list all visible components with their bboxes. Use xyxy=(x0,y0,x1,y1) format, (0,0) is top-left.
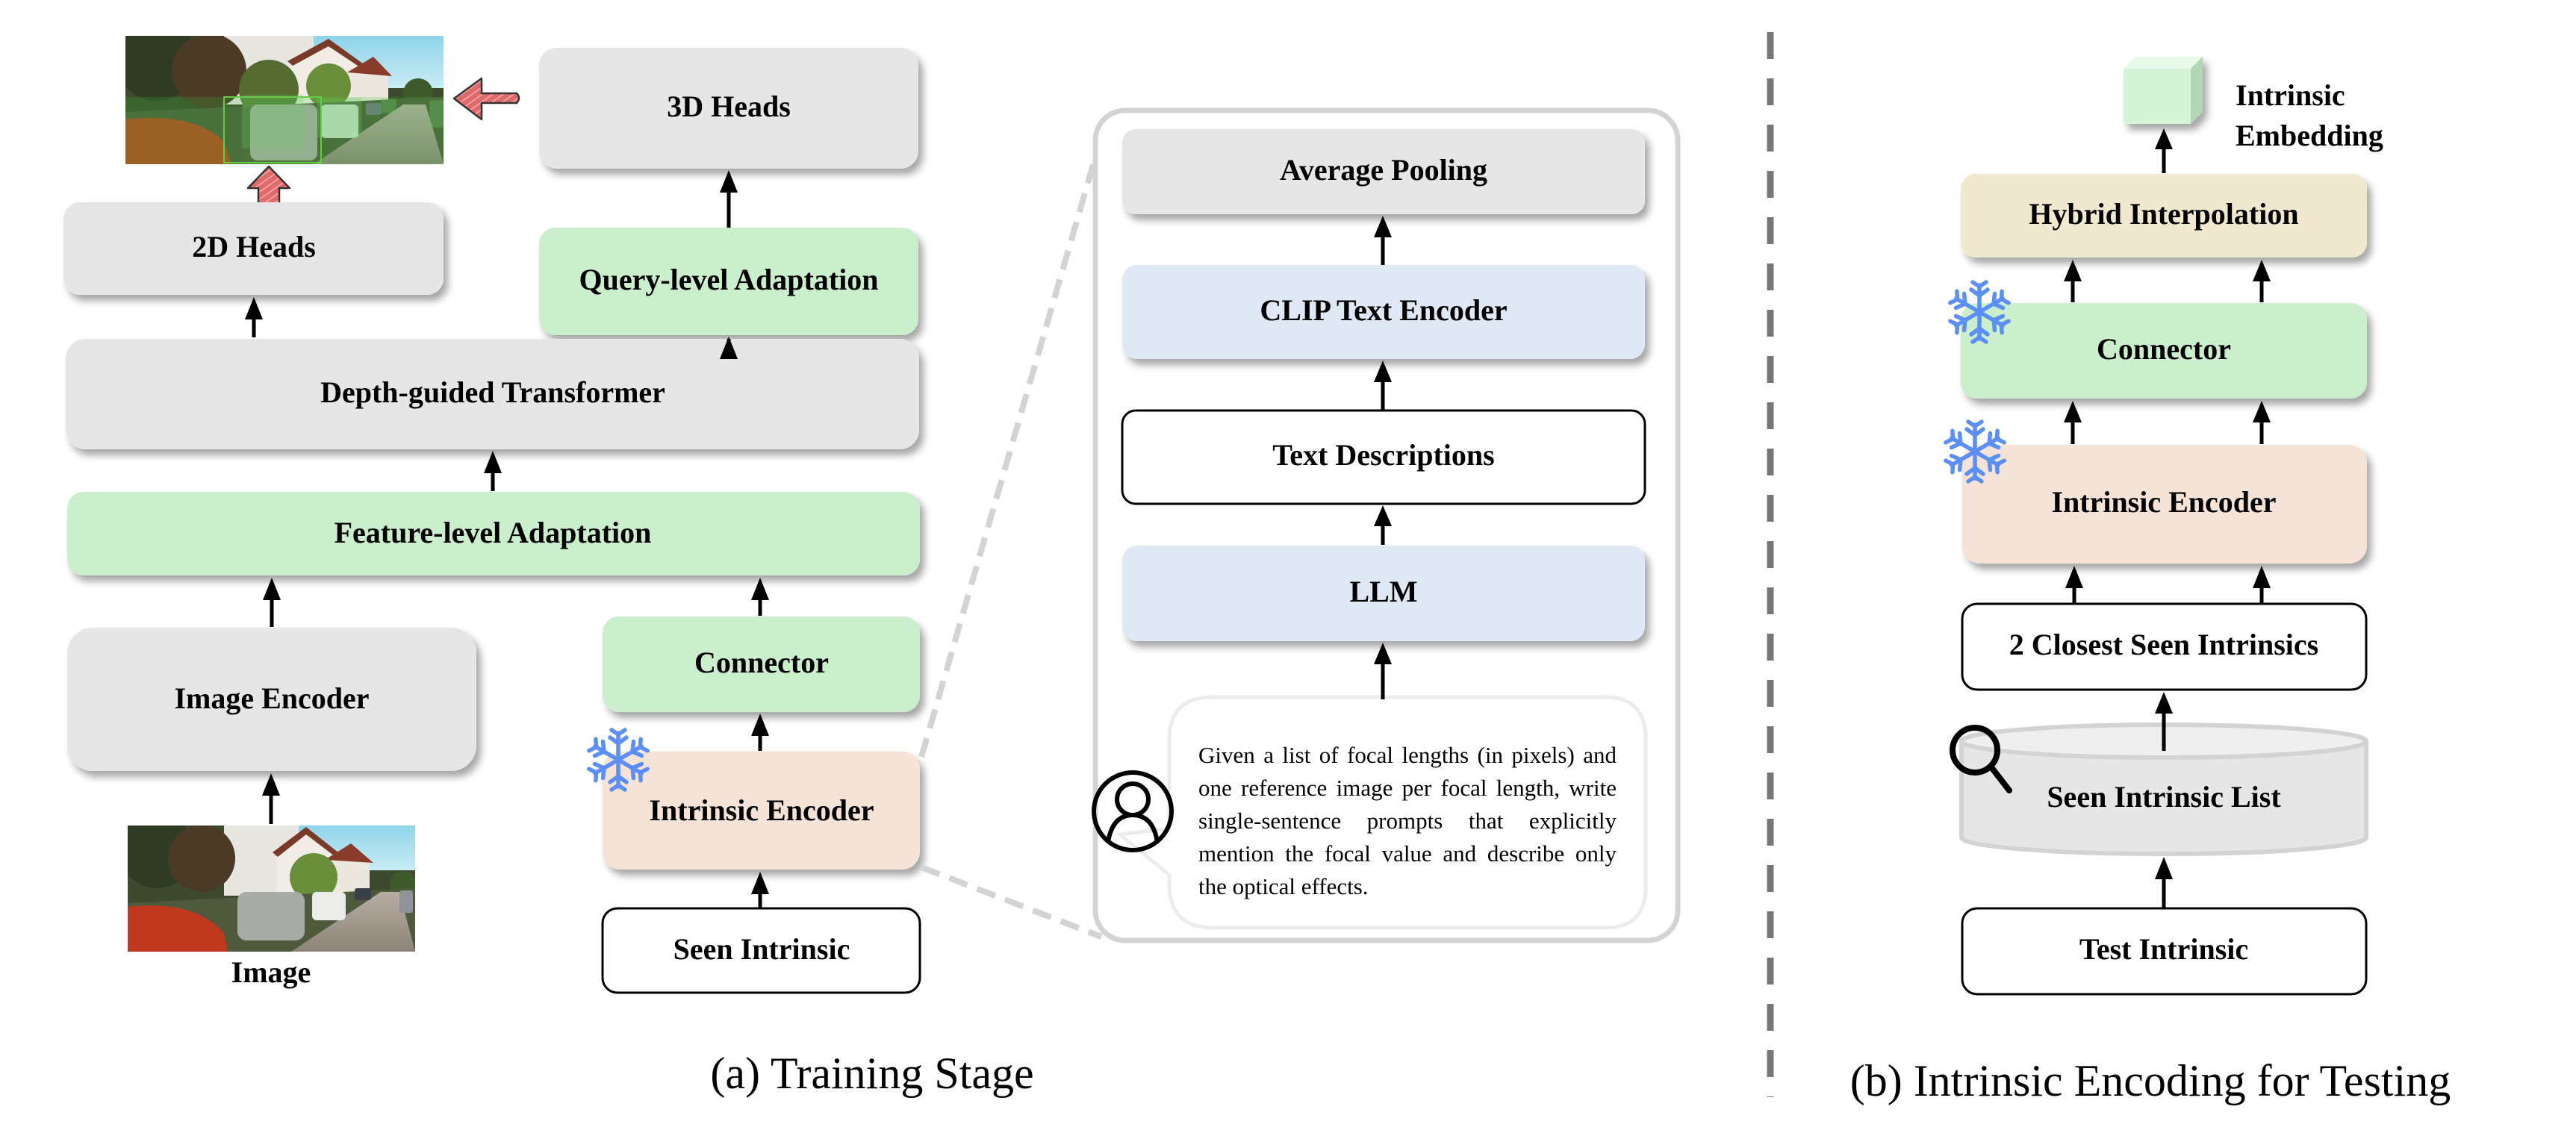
test-connector-box: Connector xyxy=(1961,303,2367,399)
llm-label: LLM xyxy=(1349,575,1417,608)
closest-seen-label: 2 Closest Seen Intrinsics xyxy=(2009,628,2318,661)
testing-caption: (b) Intrinsic Encoding for Testing xyxy=(1850,1056,2451,1105)
test-intrinsic-encoder-box: Intrinsic Encoder xyxy=(1962,445,2367,564)
text-descriptions-label: Text Descriptions xyxy=(1272,438,1494,472)
test-intrinsic-box: Test Intrinsic xyxy=(1961,907,2368,996)
arrow-hybrid-to-embedding xyxy=(2155,128,2173,173)
arrow-intrinsic-to-connector xyxy=(751,714,769,751)
arrow-closest-to-encoder-right xyxy=(2253,566,2271,603)
arrow-transformer-to-2d-heads xyxy=(245,297,263,337)
query-adaptation-box: Query-level Adaptation xyxy=(539,228,918,335)
magnifier-icon xyxy=(1950,725,2012,793)
embedding-label-line1: Intrinsic xyxy=(2236,78,2345,112)
image-encoder-box: Image Encoder xyxy=(67,628,476,771)
arrow-connector-to-hybrid-left xyxy=(2064,260,2082,302)
closest-seen-box: 2 Closest Seen Intrinsics xyxy=(1961,602,2368,691)
text-descriptions-box: Text Descriptions xyxy=(1121,409,1646,505)
embedding-cube-icon xyxy=(2124,57,2203,124)
clip-text-encoder-label: CLIP Text Encoder xyxy=(1260,293,1507,327)
arrow-transformer-to-query xyxy=(720,337,738,359)
arrow-clip-to-pooling xyxy=(1374,216,1392,265)
hybrid-interpolation-box: Hybrid Interpolation xyxy=(1961,174,2367,258)
highlight-arrow-left xyxy=(452,77,520,121)
3d-heads-label: 3D Heads xyxy=(667,90,791,123)
intrinsic-encoder-label: Intrinsic Encoder xyxy=(649,793,874,827)
arrow-feature-to-transformer xyxy=(484,451,502,491)
intrinsic-encoder-detail-panel: Average Pooling CLIP Text Encoder Text D… xyxy=(1092,107,1681,943)
seen-intrinsic-label: Seen Intrinsic xyxy=(673,932,850,966)
embedding-label-line2: Embedding xyxy=(2236,119,2383,152)
training-caption: (a) Training Stage xyxy=(710,1049,1033,1098)
test-connector-label: Connector xyxy=(2097,332,2231,366)
query-adaptation-label: Query-level Adaptation xyxy=(579,263,878,296)
arrow-text-to-clip xyxy=(1374,361,1392,410)
input-image xyxy=(128,826,415,952)
prompt-bubble xyxy=(1115,695,1648,930)
arrow-encoder-to-connector-left xyxy=(2064,401,2082,444)
clip-text-encoder-box: CLIP Text Encoder xyxy=(1122,265,1645,359)
connector-label: Connector xyxy=(694,646,829,679)
depth-transformer-box: Depth-guided Transformer xyxy=(66,339,919,449)
frozen-snowflake-icon xyxy=(588,728,648,790)
llm-box: LLM xyxy=(1122,546,1645,641)
feature-adaptation-label: Feature-level Adaptation xyxy=(335,516,652,549)
arrow-llm-to-text xyxy=(1374,505,1392,545)
2d-heads-label: 2D Heads xyxy=(192,230,316,263)
arrow-connector-to-hybrid-right xyxy=(2253,260,2271,302)
arrow-test-to-list xyxy=(2155,857,2173,908)
arrow-encoder-to-connector-right xyxy=(2253,401,2271,444)
prompt-text-container: Given a list of focal lengths (in pixels… xyxy=(1198,739,1617,903)
image-encoder-label: Image Encoder xyxy=(174,681,369,715)
feature-adaptation-box: Feature-level Adaptation xyxy=(67,492,920,575)
training-stage: 3D Heads 2D Heads Query-level Adaptation… xyxy=(63,36,1681,1098)
intrinsic-encoder-box: Intrinsic Encoder xyxy=(603,752,920,870)
average-pooling-box: Average Pooling xyxy=(1122,129,1645,214)
llm-prompt-text: Given a list of focal lengths (in pixels… xyxy=(1198,742,1617,899)
arrow-query-to-3d-heads xyxy=(720,170,738,228)
seen-intrinsic-box: Seen Intrinsic xyxy=(601,907,921,994)
arrow-closest-to-encoder-left xyxy=(2065,566,2083,603)
user-icon xyxy=(1092,770,1174,852)
input-image-label: Image xyxy=(231,955,311,989)
arrow-image-to-encoder xyxy=(262,773,280,824)
seen-intrinsic-list-cylinder: Seen Intrinsic List xyxy=(1959,723,2368,856)
connector-box: Connector xyxy=(603,617,920,712)
3d-heads-box: 3D Heads xyxy=(539,48,918,169)
detail-arrows xyxy=(1374,216,1392,699)
arrow-image-encoder-to-feature xyxy=(263,578,281,627)
arrow-connector-to-feature xyxy=(751,578,769,616)
training-arrows xyxy=(245,170,769,908)
testing-stage: Intrinsic Embedding Hybrid Interpolation… xyxy=(1850,57,2451,1105)
2d-heads-box: 2D Heads xyxy=(63,202,444,295)
zoom-in-dashed-lines xyxy=(918,148,1103,940)
seen-list-label: Seen Intrinsic List xyxy=(2047,780,2281,814)
detection-output-image xyxy=(125,36,444,164)
average-pooling-label: Average Pooling xyxy=(1280,153,1487,187)
hybrid-interpolation-label: Hybrid Interpolation xyxy=(2029,197,2298,231)
test-intrinsic-encoder-label: Intrinsic Encoder xyxy=(2051,485,2276,519)
highlight-arrow-up xyxy=(246,165,291,210)
arrow-list-to-closest xyxy=(2155,692,2173,751)
arrow-seen-to-intrinsic xyxy=(751,872,769,908)
test-intrinsic-label: Test Intrinsic xyxy=(2079,932,2248,966)
testing-arrows xyxy=(2064,128,2271,908)
arrow-prompt-to-llm xyxy=(1374,643,1392,699)
depth-transformer-label: Depth-guided Transformer xyxy=(320,375,665,409)
